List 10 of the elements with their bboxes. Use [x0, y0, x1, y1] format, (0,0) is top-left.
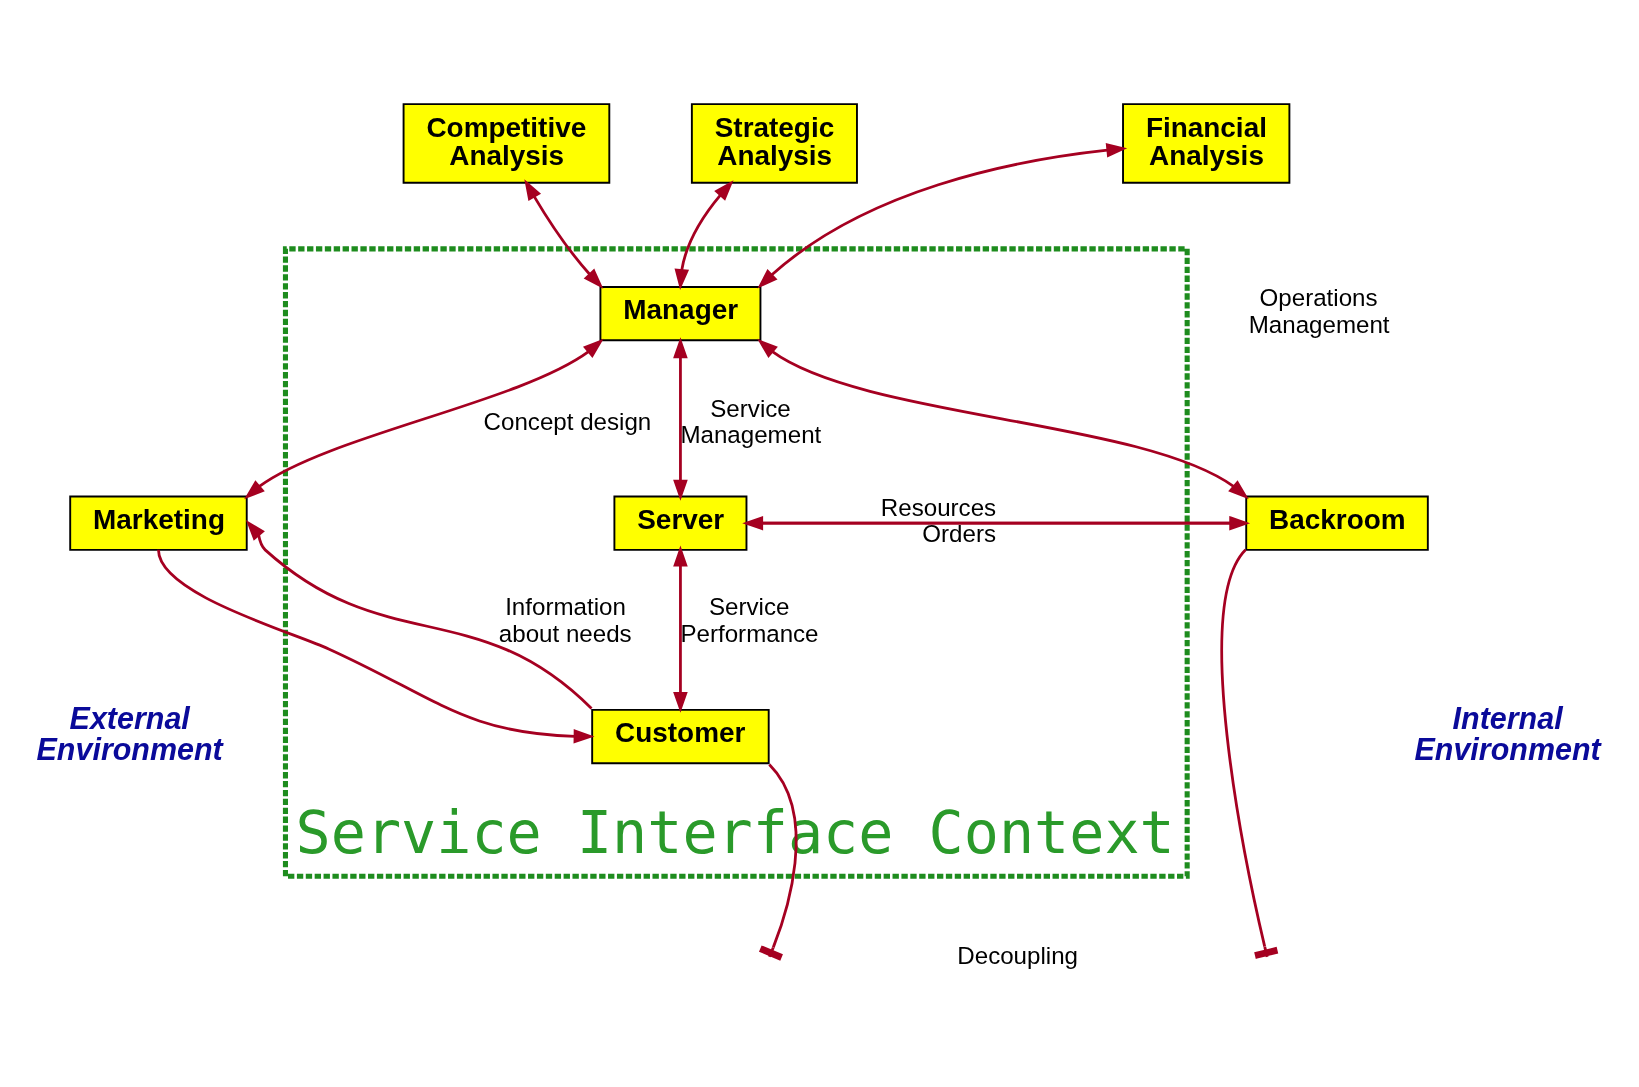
edge-label: Concept design: [483, 408, 652, 436]
label: Decoupling: [957, 942, 1079, 970]
edge-label: Service Performance: [680, 592, 819, 647]
label: External Environment: [36, 701, 223, 766]
label: Operations Management: [1248, 284, 1390, 338]
edge-label: Resources: [880, 493, 997, 521]
edge-label: Service Management: [680, 394, 822, 449]
label: Internal Environment: [1414, 701, 1601, 766]
edge-label: Orders: [922, 520, 997, 548]
edge-label: Information about needs: [498, 592, 632, 647]
